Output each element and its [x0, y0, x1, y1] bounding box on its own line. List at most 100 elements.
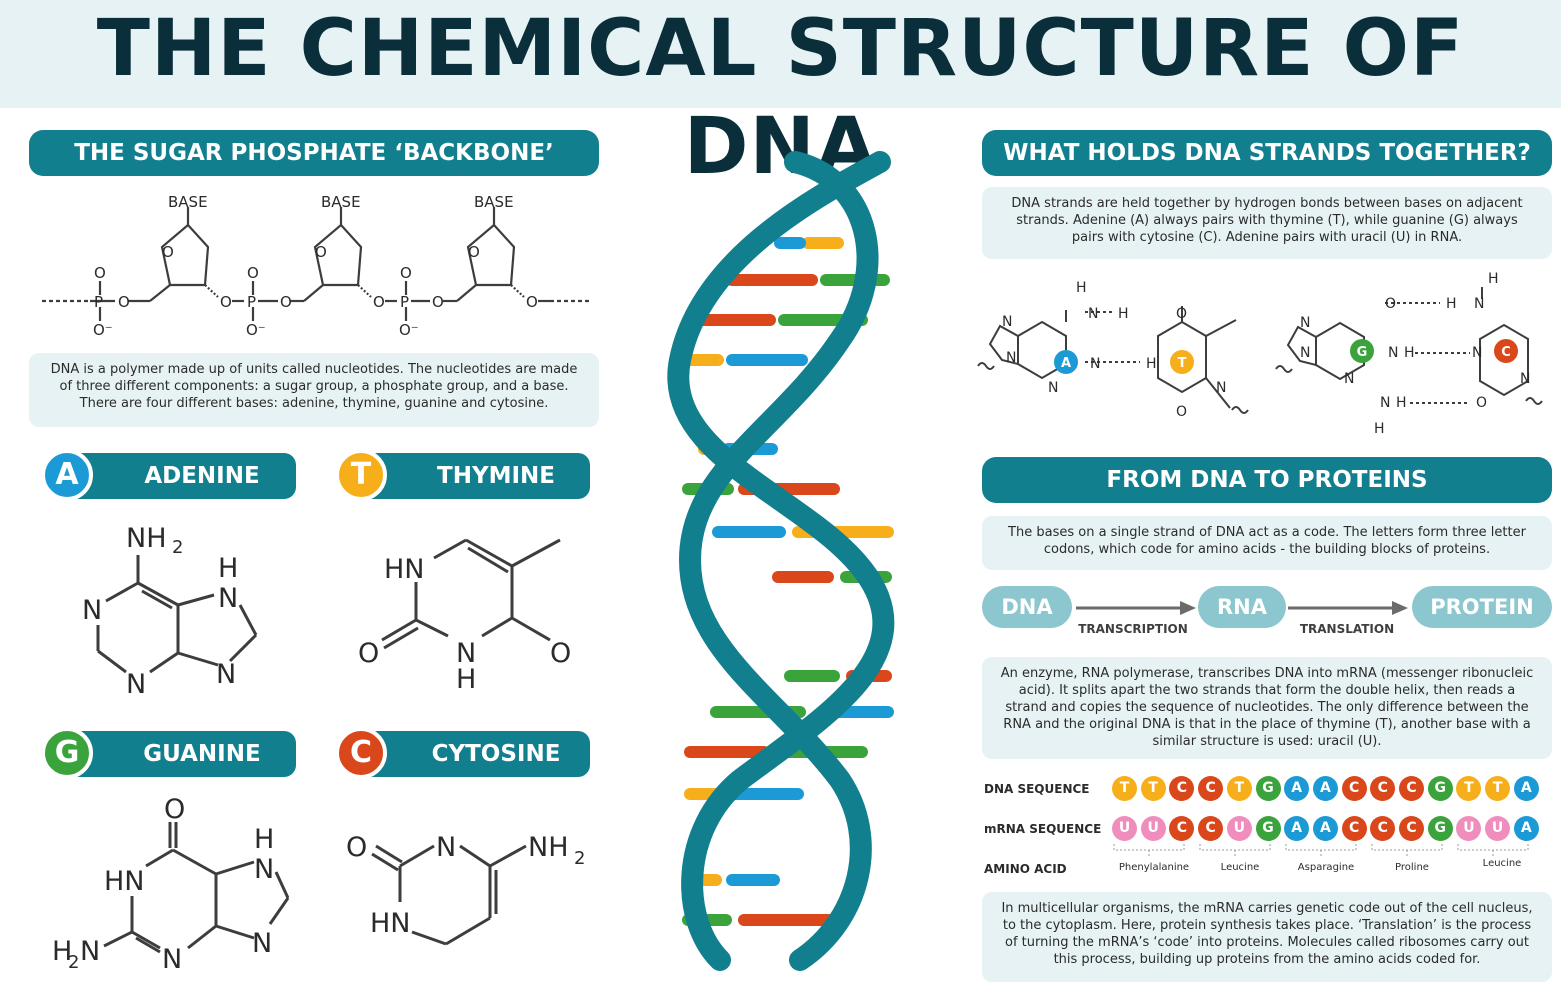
thymine-pill: THYMINE	[362, 453, 590, 499]
code-description: The bases on a single strand of DNA act …	[982, 516, 1552, 570]
atom-n: N	[82, 595, 102, 626]
amino-acid-1: Phenylalanine	[1118, 862, 1190, 873]
guanine-badge: G	[41, 727, 93, 779]
atom-n: N	[216, 659, 236, 690]
atom-o-minus: O⁻	[246, 321, 266, 339]
sequence-base: G	[1255, 816, 1281, 841]
thymine-dot	[1170, 350, 1194, 374]
atom-o-minus: O⁻	[93, 321, 113, 339]
sequence-base: T	[1456, 776, 1482, 801]
atom-n: N	[162, 944, 182, 975]
nucleotide-description: DNA is a polymer made up of units called…	[29, 353, 599, 427]
base-label-2: BASE	[321, 193, 361, 211]
cytosine-dot-letter: C	[1501, 345, 1511, 360]
atom-h: H	[1488, 271, 1499, 287]
thymine-structure: HN O N H O	[358, 538, 571, 695]
sequence-base: C	[1169, 816, 1195, 841]
sequence-base: C	[1341, 816, 1367, 841]
adenine-thymine-pair-diagram: A T H N H O N H N N N O N	[977, 280, 1249, 420]
adenine-dot	[1054, 350, 1078, 374]
sequence-base: T	[1226, 776, 1252, 801]
atom-h: H	[1374, 421, 1385, 437]
sequence-base: C	[1169, 776, 1195, 801]
guanine-cytosine-pair-diagram: G C O H N H N H N N H H O N N N N	[1275, 271, 1543, 437]
atom-n: N	[1388, 345, 1398, 361]
atom-o: O	[526, 293, 538, 311]
atom-n: N	[1216, 380, 1226, 396]
atom-o: O	[220, 293, 232, 311]
atom-n: N	[1344, 371, 1354, 387]
sequence-base: C	[1370, 816, 1396, 841]
codon-brackets	[1113, 844, 1529, 858]
atom-h: H	[1118, 306, 1129, 322]
atom-o: O	[432, 293, 444, 311]
mrna-sequence-label: mRNA SEQUENCE	[984, 822, 1102, 836]
atom-n: N	[1002, 314, 1012, 330]
dna-double-helix-illustration	[667, 151, 895, 971]
flow-dna: DNA	[982, 586, 1072, 628]
atom-o: O	[315, 243, 327, 261]
flow-arrows	[1076, 601, 1408, 615]
atom-nh: NH	[528, 832, 569, 863]
sequence-base: C	[1198, 816, 1224, 841]
flow-protein: PROTEIN	[1412, 586, 1552, 628]
sequence-base: C	[1399, 816, 1424, 841]
strands-header: WHAT HOLDS DNA STRANDS TOGETHER?	[982, 130, 1552, 176]
amino-acid-4: Proline	[1395, 862, 1429, 873]
atom-o: O	[1176, 404, 1187, 420]
base-label-3: BASE	[474, 193, 514, 211]
sequence-base: A	[1513, 776, 1539, 801]
atom-h: H	[1396, 395, 1407, 411]
atom-n: N	[1006, 350, 1016, 366]
adenine-pill: ADENINE	[68, 453, 296, 499]
atom-nh: NH	[126, 523, 167, 554]
amino-acid-5: Leucine	[1482, 858, 1522, 869]
amino-acid-3: Asparagine	[1297, 862, 1355, 873]
adenine-badge: A	[41, 449, 93, 501]
atom-n: N	[1088, 306, 1098, 322]
atom-n: N	[254, 854, 274, 885]
backbone-header: THE SUGAR PHOSPHATE ‘BACKBONE’	[29, 130, 599, 176]
guanine-pill: GUANINE	[68, 731, 296, 777]
atom-h: H	[254, 824, 274, 855]
sequence-base: T	[1140, 776, 1166, 801]
sequence-base: A	[1312, 816, 1338, 841]
adenine-structure: NH 2 N N H N N	[82, 523, 258, 700]
translation-description: In multicellular organisms, the mRNA car…	[982, 892, 1552, 982]
translation-label: TRANSLATION	[1299, 622, 1395, 636]
atom-o: O	[358, 638, 379, 669]
atom-h: H	[1076, 280, 1087, 296]
amino-acid-label: AMINO ACID	[984, 862, 1067, 876]
sequence-base: U	[1485, 816, 1511, 841]
dna-sequence-label: DNA SEQUENCE	[984, 782, 1090, 796]
atom-n: N	[1300, 345, 1310, 361]
atom-h: H	[1146, 356, 1157, 372]
cytosine-dot	[1494, 339, 1518, 363]
atom-n: N	[80, 936, 100, 967]
atom-n: N	[1380, 395, 1390, 411]
atom-h: H	[1446, 296, 1457, 312]
atom-sub-2: 2	[172, 537, 183, 558]
page-title: THE CHEMICAL STRUCTURE OF DNA	[96, 4, 1465, 192]
atom-o: O	[280, 293, 292, 311]
atom-o: O	[94, 264, 106, 282]
sequence-base: C	[1198, 776, 1224, 801]
atom-hn: HN	[104, 866, 145, 897]
guanine-dot	[1350, 339, 1374, 363]
hydrogen-bond-description: DNA strands are held together by hydroge…	[982, 187, 1552, 259]
proteins-header: FROM DNA TO PROTEINS	[982, 457, 1552, 503]
atom-sub-2: 2	[574, 848, 585, 869]
sequence-base: C	[1341, 776, 1367, 801]
atom-n: N	[252, 928, 272, 959]
flow-rna: RNA	[1198, 586, 1286, 628]
atom-n: N	[436, 832, 456, 863]
sequence-base: G	[1255, 776, 1281, 801]
atom-o: O	[400, 264, 412, 282]
transcription-label: TRANSCRIPTION	[1078, 622, 1188, 636]
atom-n: N	[1048, 380, 1058, 396]
atom-h: H	[218, 553, 238, 584]
atom-n: N	[1520, 371, 1530, 387]
atom-o: O	[373, 293, 385, 311]
sugar-phosphate-backbone-diagram: BASE BASE BASE O P O O⁻ O O O P O O⁻ O O…	[42, 193, 590, 339]
title-banner	[0, 0, 1561, 108]
